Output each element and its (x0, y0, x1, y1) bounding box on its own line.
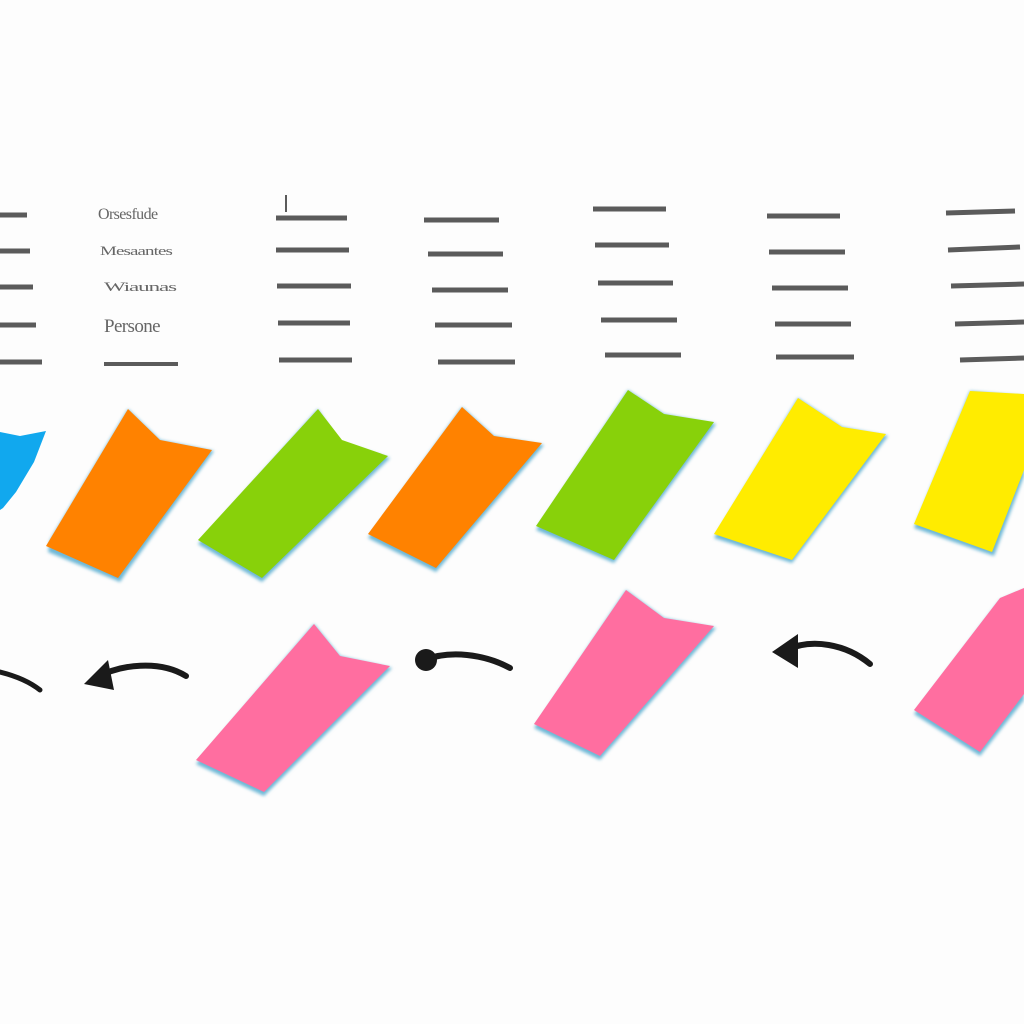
list-label-4: Wiaunas (104, 279, 177, 294)
list-line (950, 281, 1024, 289)
sticky-note-green-1 (198, 409, 390, 582)
curved-arrow-1 (0, 669, 43, 693)
sticky-note-icon (368, 407, 542, 568)
list-line (947, 244, 1021, 253)
list-line (954, 319, 1024, 327)
sticky-note-icon (536, 390, 714, 560)
list-line (959, 355, 1024, 363)
list-line (945, 208, 1016, 216)
sticky-note-pink-3 (914, 588, 1024, 756)
sticky-note-icon (914, 391, 1024, 552)
list-label-2: Persone (104, 316, 160, 337)
sticky-note-icon (0, 431, 46, 510)
list-column-1 (0, 212, 42, 365)
sticky-note-yellow-2 (914, 391, 1024, 556)
list-column-6 (767, 213, 854, 360)
sticky-note-pink-1 (196, 624, 392, 796)
curved-arrow-icon (0, 669, 43, 693)
sticky-note-icon (198, 409, 388, 578)
list-column-2: Orsesfude Mesaantes Wiaunas Persone (98, 206, 178, 366)
curved-arrow-4 (772, 634, 873, 668)
sticky-note-blue (0, 431, 46, 510)
sticky-note-icon (914, 588, 1024, 752)
list-column-5 (593, 206, 681, 358)
sticky-note-orange-1 (46, 409, 214, 582)
sticky-note-icon (534, 590, 714, 756)
list-label-3: Mesaantes (100, 243, 173, 258)
sticky-note-green-2 (536, 390, 716, 563)
curved-arrow-3 (415, 649, 513, 671)
sticky-note-orange-2 (368, 407, 544, 572)
list-column-7 (945, 208, 1024, 363)
curved-arrow-2 (84, 660, 189, 690)
sticky-note-icon (714, 398, 886, 560)
sticky-note-icon (46, 409, 212, 578)
arrow-tail-dot-icon (415, 649, 437, 671)
sticky-note-pink-2 (534, 590, 716, 760)
curved-arrow-icon (783, 640, 873, 667)
sticky-note-yellow-1 (714, 398, 888, 563)
list-column-4 (424, 217, 515, 365)
arrowhead-icon (772, 634, 798, 668)
list-label-1: Orsesfude (98, 206, 158, 223)
arrowhead-icon (84, 660, 114, 690)
list-column-3 (276, 195, 352, 363)
sticky-note-icon (196, 624, 390, 792)
